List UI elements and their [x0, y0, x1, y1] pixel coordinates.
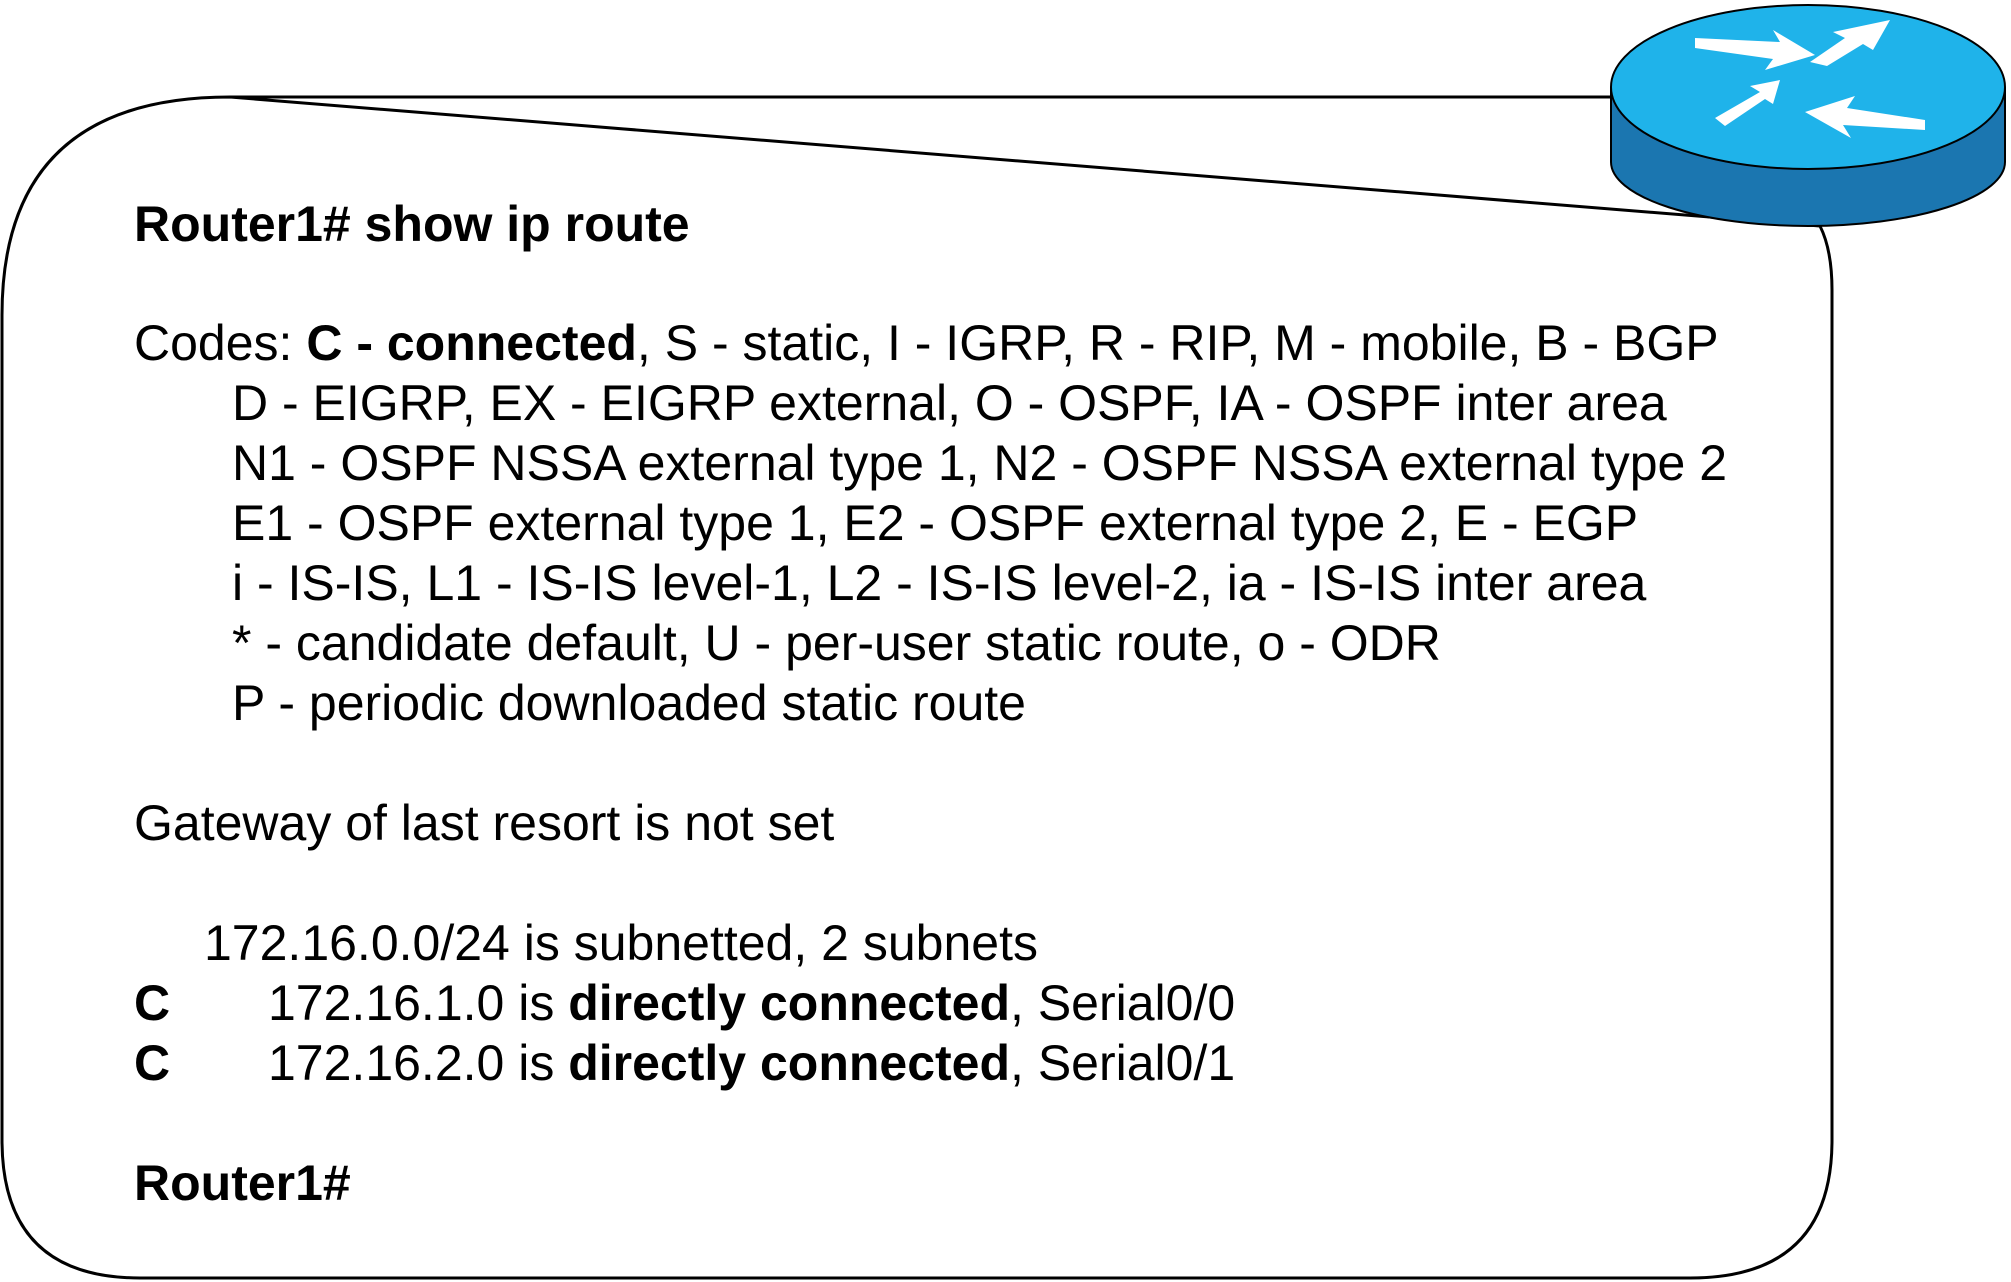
codes-line-3: N1 - OSPF NSSA external type 1, N2 - OSP…: [232, 435, 1728, 491]
route-status: directly connected: [568, 1035, 1011, 1091]
route-interface: , Serial0/0: [1010, 975, 1236, 1031]
prompt-line: Router1#: [134, 1155, 351, 1211]
codes-line-5: i - IS-IS, L1 - IS-IS level-1, L2 - IS-I…: [232, 555, 1647, 611]
route-status: directly connected: [568, 975, 1011, 1031]
codes-prefix: Codes:: [134, 315, 307, 371]
route-entry: 172.16.1.0 is directly connected, Serial…: [268, 973, 1235, 1033]
gateway-line: Gateway of last resort is not set: [134, 795, 835, 851]
router-arrows: [1695, 20, 1925, 138]
codes-line-1: Codes: C - connected, S - static, I - IG…: [134, 313, 1719, 373]
terminal-output: Router1# show ip route Codes: C - connec…: [134, 196, 1728, 1211]
route-code: C: [134, 975, 171, 1031]
route-entry: 172.16.2.0 is directly connected, Serial…: [268, 1033, 1235, 1093]
codes-line-6: * - candidate default, U - per-user stat…: [232, 615, 1441, 671]
codes-line-7: P - periodic downloaded static route: [232, 675, 1026, 731]
codes-line-2: D - EIGRP, EX - EIGRP external, O - OSPF…: [232, 375, 1667, 431]
router-icon: [1610, 4, 2006, 227]
codes-line-1-rest: , S - static, I - IGRP, R - RIP, M - mob…: [636, 315, 1719, 371]
route-network: 172.16.1.0 is: [268, 975, 569, 1031]
codes-line-4: E1 - OSPF external type 1, E2 - OSPF ext…: [232, 495, 1639, 551]
route-network: 172.16.2.0 is: [268, 1035, 569, 1091]
route-interface: , Serial0/1: [1010, 1035, 1236, 1091]
subnet-summary: 172.16.0.0/24 is subnetted, 2 subnets: [204, 915, 1038, 971]
codes-connected: C - connected: [306, 315, 637, 371]
route-code: C: [134, 1035, 171, 1091]
command-line: Router1# show ip route: [134, 196, 690, 252]
